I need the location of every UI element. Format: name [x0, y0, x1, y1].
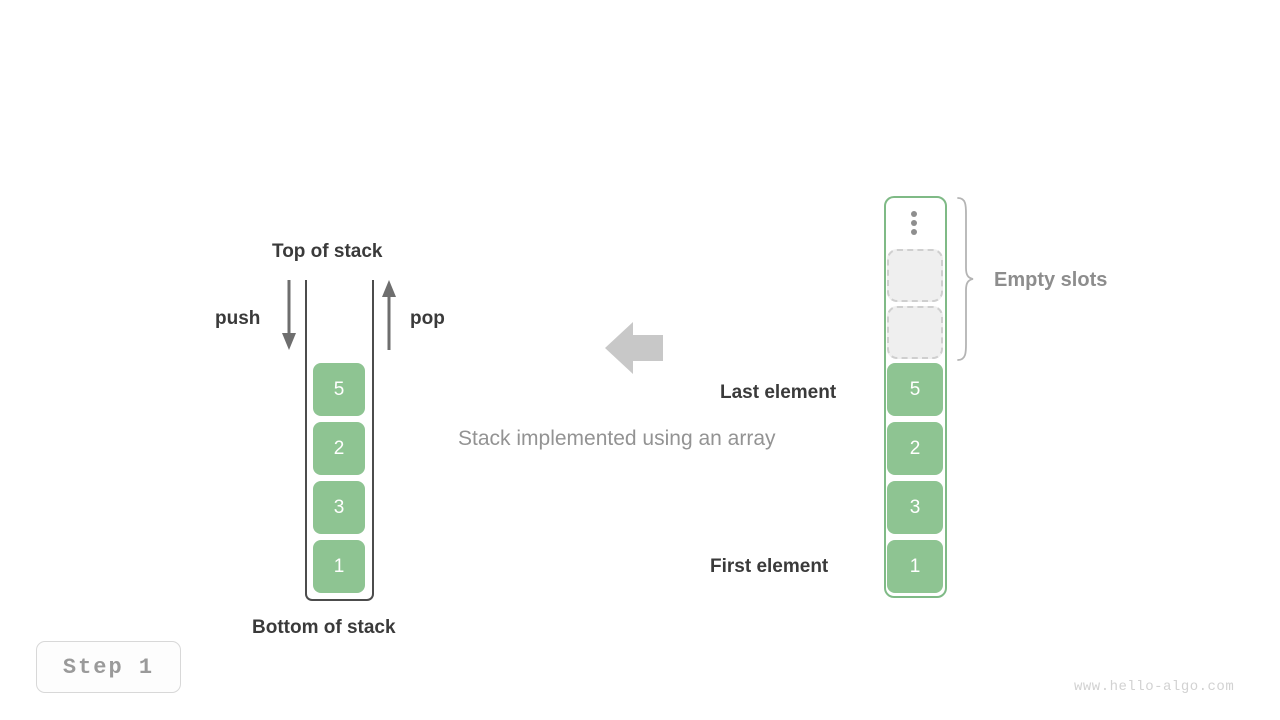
arrow-down-icon	[278, 276, 302, 354]
empty-slots-label: Empty slots	[994, 269, 1108, 291]
array-cell: 5	[887, 363, 943, 416]
arrow-left-icon	[603, 318, 665, 378]
stack-cell: 5	[313, 363, 365, 416]
bottom-of-stack-label: Bottom of stack	[252, 617, 396, 638]
empty-slot	[887, 306, 943, 359]
first-element-label: First element	[710, 556, 829, 577]
stack-cell: 1	[313, 540, 365, 593]
arrow-up-icon	[378, 276, 402, 354]
step-badge: Step 1	[36, 641, 181, 693]
vertical-dots-icon	[911, 211, 917, 235]
stack-cell: 2	[313, 422, 365, 475]
push-label: push	[215, 308, 261, 329]
stack-cell: 3	[313, 481, 365, 534]
array-cell: 3	[887, 481, 943, 534]
top-of-stack-label: Top of stack	[272, 241, 383, 262]
array-container	[884, 196, 947, 598]
array-cell: 2	[887, 422, 943, 475]
stack-container	[305, 280, 374, 601]
watermark: www.hello-algo.com	[1074, 679, 1235, 695]
diagram-caption: Stack implemented using an array	[458, 427, 776, 450]
array-cell: 1	[887, 540, 943, 593]
last-element-label: Last element	[720, 382, 837, 403]
empty-slot	[887, 249, 943, 302]
curly-brace-icon	[955, 196, 975, 362]
pop-label: pop	[410, 308, 445, 329]
